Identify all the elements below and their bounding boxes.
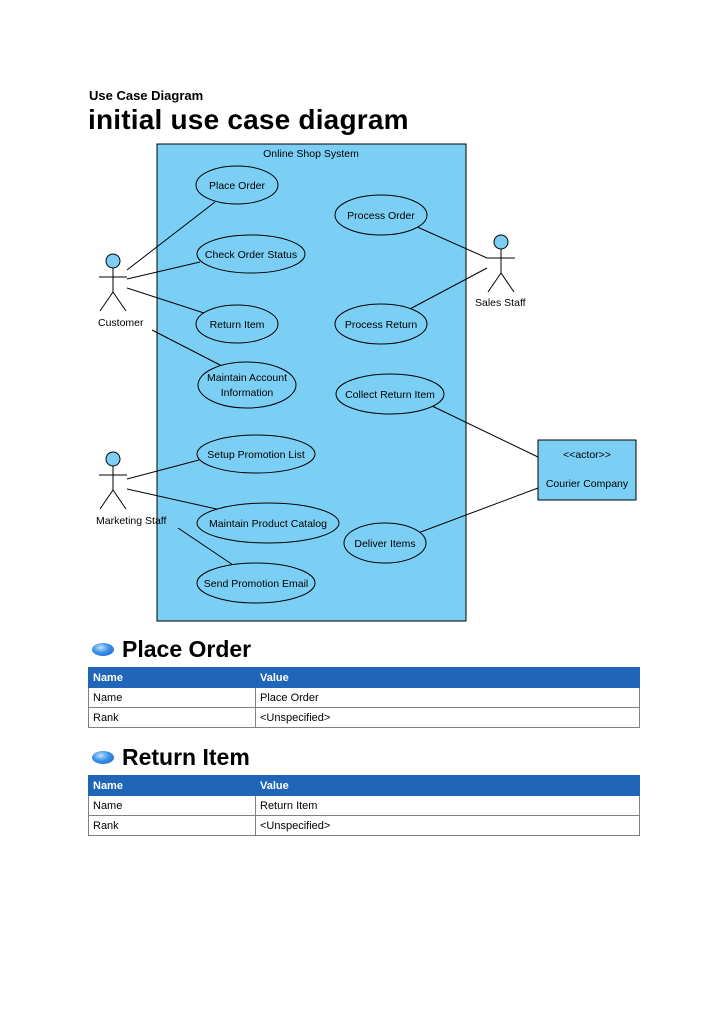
- use-case-collect-return-item: [335, 373, 445, 415]
- header-value: Value: [255, 775, 640, 796]
- actor-sales-staff: [487, 234, 515, 293]
- cell-value: <Unspecified>: [255, 815, 640, 836]
- label-process-order: Process Order: [347, 210, 415, 222]
- properties-table-place-order: Name Value Name Place Order Rank <Unspec…: [88, 667, 640, 728]
- actor-sales-label: Sales Staff: [475, 297, 526, 309]
- header-name: Name: [88, 775, 256, 796]
- label-check-order-status: Check Order Status: [205, 249, 297, 261]
- actor-courier-stereotype: <<actor>>: [563, 449, 611, 461]
- assoc-customer-place-order: [126, 201, 216, 271]
- bullet-icon: [92, 643, 114, 656]
- use-case-place-order: [195, 165, 279, 205]
- assoc-sales-process-order: [414, 225, 488, 259]
- label-return-item: Return Item: [210, 319, 265, 331]
- label-place-order: Place Order: [209, 180, 266, 192]
- system-name: Online Shop System: [263, 148, 359, 160]
- actor-marketing-head-icon: [105, 451, 121, 467]
- section-heading-text: Return Item: [122, 744, 250, 770]
- table-header-row: Name Value: [88, 667, 640, 688]
- table-row: Rank <Unspecified>: [88, 815, 640, 836]
- section-heading-place-order: Place Order: [92, 636, 251, 663]
- label-maintain-account-2: Information: [221, 387, 274, 399]
- label-setup-promotion-list: Setup Promotion List: [207, 449, 305, 461]
- cell-value: Place Order: [255, 687, 640, 708]
- use-case-maintain-product-catalog: [196, 502, 340, 544]
- assoc-courier-collect-return: [429, 404, 539, 458]
- actor-marketing-staff: [99, 451, 127, 510]
- use-case-send-promotion-email: [196, 562, 316, 604]
- assoc-marketing-send-email: [177, 527, 237, 568]
- cell-value: <Unspecified>: [255, 707, 640, 728]
- assoc-customer-return-item: [126, 287, 205, 314]
- associations: [126, 201, 539, 568]
- label-collect-return-item: Collect Return Item: [345, 389, 435, 401]
- use-case-deliver-items: [343, 522, 427, 564]
- use-case-setup-promotion-list: [196, 434, 316, 474]
- table-header-row: Name Value: [88, 775, 640, 796]
- label-maintain-account-1: Maintain Account: [207, 372, 287, 384]
- properties-table-return-item: Name Value Name Return Item Rank <Unspec…: [88, 775, 640, 836]
- assoc-marketing-setup-promo: [126, 459, 200, 480]
- cell-key: Name: [88, 795, 256, 816]
- section-label: Use Case Diagram: [89, 88, 204, 103]
- actor-marketing-label: Marketing Staff: [96, 515, 167, 527]
- table-row: Rank <Unspecified>: [88, 707, 640, 728]
- cell-value: Return Item: [255, 795, 640, 816]
- cell-key: Name: [88, 687, 256, 708]
- cell-key: Rank: [88, 707, 256, 728]
- actor-sales-head-icon: [493, 234, 509, 250]
- label-send-promotion-email: Send Promotion Email: [204, 578, 308, 590]
- assoc-customer-maintain-account: [151, 329, 223, 367]
- label-deliver-items: Deliver Items: [354, 538, 415, 550]
- header-name: Name: [88, 667, 256, 688]
- actor-customer: [99, 253, 127, 312]
- use-case-diagram: Online Shop System Place Order Process O…: [96, 143, 637, 622]
- section-heading-return-item: Return Item: [92, 744, 250, 771]
- use-case-maintain-account: [197, 361, 297, 409]
- assoc-marketing-product-catalog: [126, 488, 231, 513]
- table-row: Name Return Item: [88, 795, 640, 816]
- actor-courier-label: Courier Company: [546, 478, 629, 490]
- use-case-check-order-status: [196, 234, 306, 274]
- header-value: Value: [255, 667, 640, 688]
- assoc-sales-process-return: [407, 267, 488, 311]
- use-case-return-item: [195, 304, 279, 344]
- page-title: initial use case diagram: [88, 104, 409, 135]
- actor-courier-company: [537, 439, 637, 501]
- actor-customer-head-icon: [105, 253, 121, 269]
- label-maintain-product-catalog: Maintain Product Catalog: [209, 518, 327, 530]
- table-row: Name Place Order: [88, 687, 640, 708]
- section-heading-text: Place Order: [122, 636, 252, 662]
- assoc-customer-check-order: [126, 261, 201, 280]
- label-process-return: Process Return: [345, 319, 418, 331]
- use-case-process-order: [334, 194, 428, 236]
- bullet-icon: [92, 751, 114, 764]
- actor-customer-label: Customer: [98, 317, 144, 329]
- cell-key: Rank: [88, 815, 256, 836]
- assoc-courier-deliver-items: [417, 487, 539, 534]
- use-case-process-return: [334, 303, 428, 345]
